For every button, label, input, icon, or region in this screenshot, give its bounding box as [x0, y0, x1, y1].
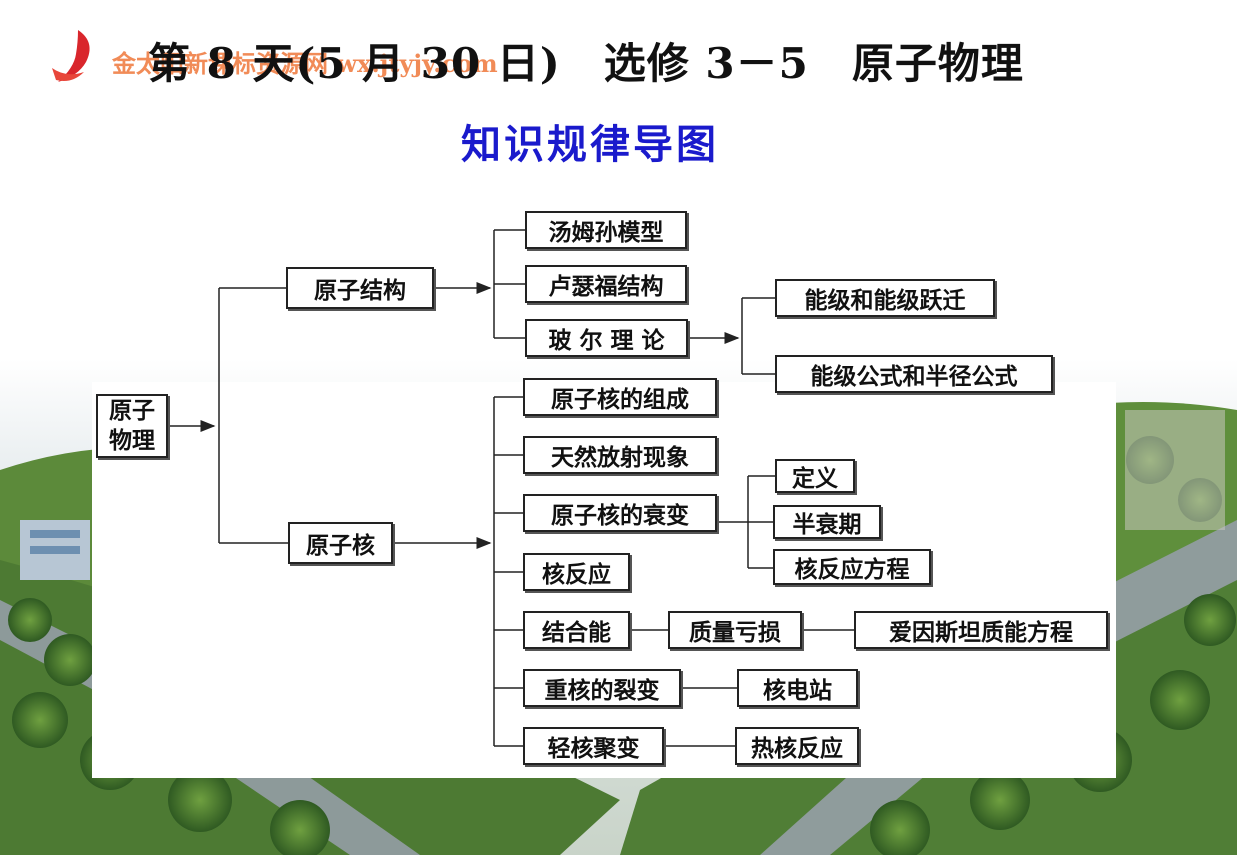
node-natural-radioactivity: 天然放射现象	[523, 436, 717, 474]
node-nucleus: 原子核	[288, 522, 393, 564]
watermark-text: 金太阳新课标资源网 wx.jtyjy.com	[112, 49, 498, 78]
node-root-line1: 原子	[109, 397, 155, 424]
node-bohr-theory: 玻 尔 理 论	[525, 319, 688, 357]
node-binding-energy: 结合能	[523, 611, 630, 649]
node-nuclear-decay: 原子核的衰变	[523, 494, 717, 532]
node-einstein-equation: 爱因斯坦质能方程	[854, 611, 1108, 649]
node-reaction-equation: 核反应方程	[773, 549, 931, 585]
node-nuclear-reaction: 核反应	[523, 553, 630, 591]
brand-logo-icon	[52, 30, 90, 82]
node-nuclear-power-plant: 核电站	[737, 669, 858, 707]
node-energy-levels: 能级和能级跃迁	[775, 279, 995, 317]
node-decay-definition: 定义	[775, 459, 855, 493]
node-half-life: 半衰期	[773, 505, 881, 539]
node-light-fusion: 轻核聚变	[523, 727, 664, 765]
node-thermonuclear-reaction: 热核反应	[735, 727, 859, 765]
node-energy-formula: 能级公式和半径公式	[775, 355, 1053, 393]
node-thomson-model: 汤姆孙模型	[525, 211, 687, 249]
node-rutherford-structure: 卢瑟福结构	[525, 265, 687, 303]
node-mass-defect: 质量亏损	[668, 611, 802, 649]
node-atom-structure: 原子结构	[286, 267, 434, 309]
page-subtitle: 知识规律导图	[461, 121, 719, 168]
node-heavy-fission: 重核的裂变	[523, 669, 681, 707]
node-root: 原子 物理	[96, 394, 168, 458]
node-root-line2: 物理	[109, 427, 155, 454]
node-nucleus-composition: 原子核的组成	[523, 378, 717, 416]
page-title: 第 8 天(5 月 30 日) 选修 3－5 原子物理	[148, 39, 1024, 88]
